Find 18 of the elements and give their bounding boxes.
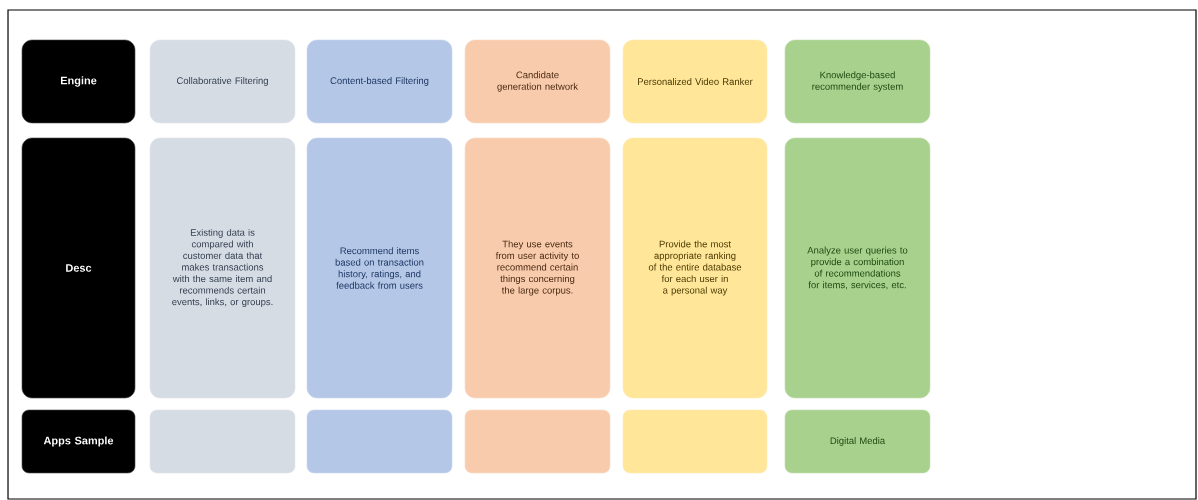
app-box	[149, 409, 296, 474]
row-header: Engine	[21, 39, 136, 124]
engine-box: Knowledge-based recommender system	[784, 39, 931, 124]
description-box: Provide the most appropriate ranking of the entire database for each user in a personal way	[622, 137, 768, 399]
engine-box: Collaborative Filtering	[149, 39, 296, 124]
app-box	[622, 409, 768, 474]
description-box: Existing data is compared with customer data that makes transactions with the same item and recommends certain events, links, or groups.	[149, 137, 296, 399]
description-box: Recommend items based on transaction history, ratings, and feedback from users	[306, 137, 453, 399]
engine-box: Content-based Filtering	[306, 39, 453, 124]
description-box: Analyze user queries to provide a combination of recommendations for items, services, etc.	[784, 137, 931, 399]
app-box: Digital Media	[784, 409, 931, 474]
row-header: Desc	[21, 137, 136, 399]
description-box: They use events from user activity to recommend certain things concerning the large corpus.	[464, 137, 611, 399]
row-header: Apps Sample	[21, 409, 136, 474]
app-box	[306, 409, 453, 474]
app-box	[464, 409, 611, 474]
engine-box: Personalized Video Ranker	[622, 39, 768, 124]
engine-box: Candidate generation network	[464, 39, 611, 124]
